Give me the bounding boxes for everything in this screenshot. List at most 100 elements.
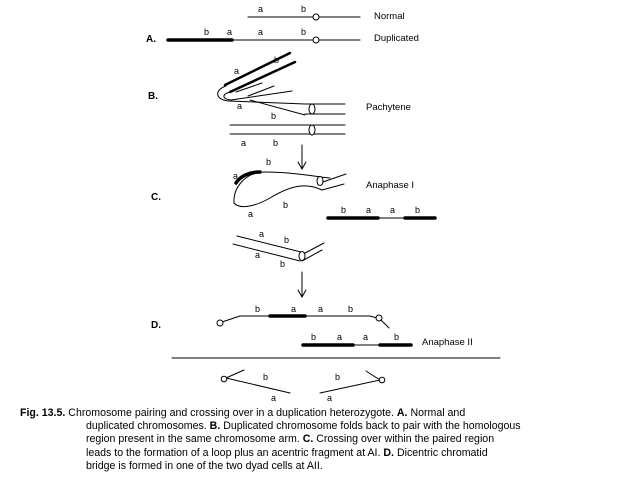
pachytene-centromere-upper xyxy=(308,103,316,115)
caption-text: Dicentric chromatid xyxy=(396,446,488,459)
gene-label: b xyxy=(263,372,269,382)
caption-panel-ref: C. xyxy=(302,433,314,446)
gene-label: a xyxy=(237,101,243,111)
pachytene-centromere-lower xyxy=(308,124,316,136)
pachytene-strand-1 xyxy=(228,100,306,105)
gene-label: b xyxy=(341,205,347,215)
caption-panel-ref: A. xyxy=(396,407,408,419)
dyad-left-tail xyxy=(225,369,245,379)
caption-panel-ref: D. xyxy=(383,446,394,459)
pachytene-strand-3 xyxy=(249,99,306,116)
normal-chromatid-strand-1-tail xyxy=(304,242,325,254)
gene-label: b xyxy=(274,55,280,65)
loop-upper-arc xyxy=(233,171,331,204)
gene-label: a xyxy=(363,332,369,342)
stage-label-duplicated: Duplicated xyxy=(374,33,419,44)
gene-label: b xyxy=(255,304,261,314)
figure-caption: Fig. 13.5. Chromosome pairing and crossi… xyxy=(20,407,624,473)
gene-label: a xyxy=(227,27,233,37)
dyad-left-chromatid xyxy=(225,377,291,394)
gene-label: b xyxy=(415,205,421,215)
caption-line-4: leads to the formation of a loop plus an… xyxy=(20,447,624,460)
panel-label-d: D. xyxy=(151,320,161,331)
gene-label: b xyxy=(301,27,307,37)
gene-label: a xyxy=(291,304,297,314)
normal-chromatid-strand-1 xyxy=(236,235,306,254)
caption-text: Chromosome pairing and crossing over in … xyxy=(68,407,394,419)
caption-text: duplicated chromosomes. xyxy=(86,420,207,433)
gene-label: b xyxy=(394,332,400,342)
caption-panel-ref: B. xyxy=(209,420,221,433)
panel-label-c: C. xyxy=(151,192,161,203)
caption-text: Crossing over within the paired region xyxy=(316,433,495,446)
foldback-thick-strand-2 xyxy=(228,60,297,94)
foldback-bend-outer xyxy=(217,85,230,102)
gene-label: b xyxy=(284,235,290,245)
bridge-centromere-left xyxy=(216,319,224,327)
bridge-centromere-right xyxy=(375,314,383,322)
gene-label: a xyxy=(259,229,265,239)
caption-text: leads to the formation of a loop plus an… xyxy=(86,446,381,459)
stage-label-anaphase-2: Anaphase II xyxy=(422,337,473,348)
gene-label: b xyxy=(271,111,277,121)
gene-label: a xyxy=(337,332,343,342)
loop-tail-1 xyxy=(319,173,347,184)
caption-line-2: duplicated chromosomes. B. Duplicated ch… xyxy=(20,420,624,433)
gene-label: a xyxy=(258,4,264,14)
pachytene-strand-2 xyxy=(230,90,293,101)
gene-label: a xyxy=(234,66,240,76)
dyad-right-centromere xyxy=(378,376,386,384)
panel-label-b: B. xyxy=(148,91,158,102)
normal-chromatid-centromere xyxy=(298,251,306,261)
loop-duplicated-segment xyxy=(234,170,262,185)
gene-label: a xyxy=(327,393,333,403)
gene-label: a xyxy=(271,393,277,403)
arrow-b-to-c-head xyxy=(297,161,307,171)
gene-label: b xyxy=(280,259,286,269)
caption-line-3: region present in the same chromosome ar… xyxy=(20,433,624,446)
caption-fig-label: Fig. 13.5. xyxy=(20,407,66,419)
gene-label: a xyxy=(233,171,239,181)
gene-label: b xyxy=(266,157,272,167)
bridge-left-tail xyxy=(221,315,241,323)
panel-label-a: A. xyxy=(146,34,156,45)
loop-centromere xyxy=(316,176,324,186)
normal-chromatid-strand-2-tail xyxy=(301,249,323,262)
gene-label: b xyxy=(335,372,341,382)
gene-label: a xyxy=(255,250,261,260)
foldback-chiasma-1 xyxy=(235,82,263,93)
duplicated-centromere xyxy=(312,36,320,44)
gene-label: a xyxy=(258,27,264,37)
foldback-bend-inner xyxy=(223,91,232,101)
dyad-right-chromatid xyxy=(319,379,381,394)
stage-label-normal: Normal xyxy=(374,11,405,22)
dyad-left-centromere xyxy=(220,375,228,383)
caption-text: Duplicated chromosome folds back to pair… xyxy=(223,420,521,433)
gene-label: a xyxy=(318,304,324,314)
gene-label: a xyxy=(241,138,247,148)
normal-centromere xyxy=(312,13,320,21)
dyad-right-tail xyxy=(365,370,381,381)
arrow-c-to-d-head xyxy=(297,289,307,299)
stage-label-pachytene: Pachytene xyxy=(366,102,411,113)
stage-label-anaphase-1: Anaphase I xyxy=(366,180,415,191)
caption-line-5: bridge is formed in one of the two dyad … xyxy=(86,459,323,472)
gene-label: b xyxy=(273,138,279,148)
gene-label: b xyxy=(204,27,210,37)
normal-chromatid-strand-2 xyxy=(232,243,301,262)
gene-label: b xyxy=(348,304,354,314)
gene-label: a xyxy=(390,205,396,215)
foldback-thick-strand-1 xyxy=(223,51,292,87)
caption-line-1: Fig. 13.5. Chromosome pairing and crossi… xyxy=(20,407,624,420)
gene-label: b xyxy=(301,4,307,14)
loop-tail-2 xyxy=(321,183,345,191)
gene-label: a xyxy=(248,209,254,219)
gene-label: b xyxy=(311,332,317,342)
caption-text: region present in the same chromosome ar… xyxy=(86,433,300,446)
loop-lower-arc xyxy=(233,185,323,208)
caption-text: Normal and xyxy=(410,407,466,419)
foldback-chiasma-2 xyxy=(247,85,275,97)
gene-label: a xyxy=(366,205,372,215)
